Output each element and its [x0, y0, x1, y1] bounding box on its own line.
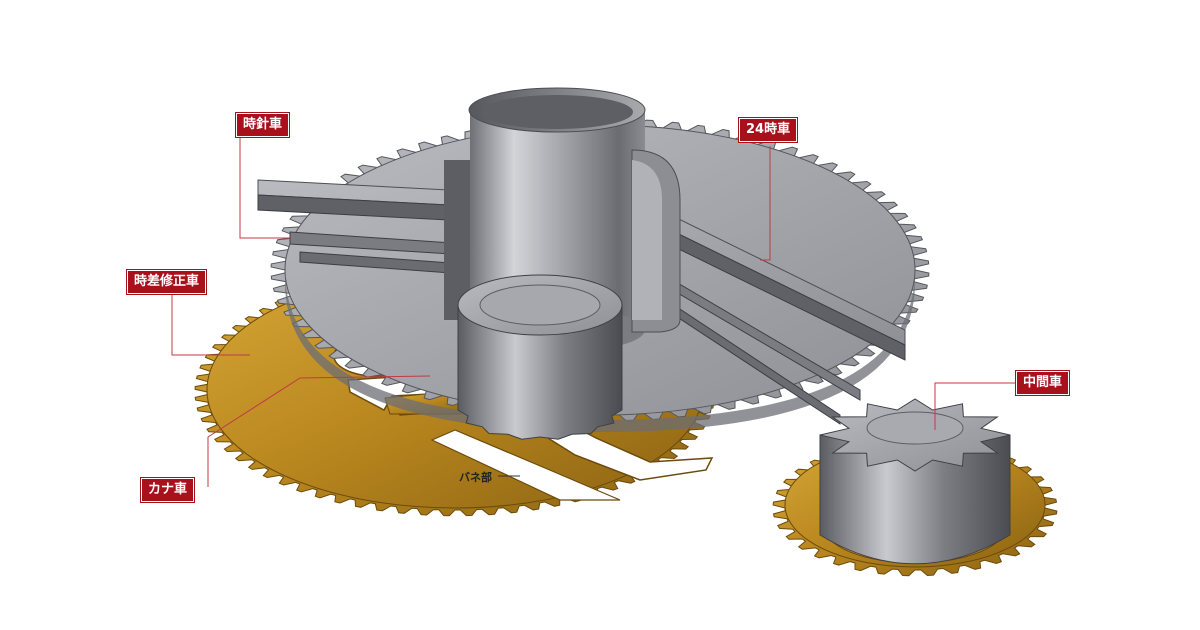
leader-24hour-wheel [760, 146, 771, 261]
label-hour-wheel: 時針車 [236, 113, 290, 137]
label-spring-part: バネ部 [459, 471, 492, 484]
small-pinion [457, 274, 623, 440]
label-intermediate-wheel: 中間車 [1016, 371, 1070, 395]
leader-pinion-wheel [207, 375, 431, 487]
label-24hour-wheel: 24時車 [739, 118, 798, 142]
label-time-difference-wheel: 時差修正車 [127, 270, 207, 294]
intermediate-wheel [772, 398, 1058, 577]
leader-intermediate-wheel [934, 382, 1015, 430]
label-pinion-wheel: カナ車 [141, 478, 195, 502]
leader-time-difference-wheel [171, 290, 250, 356]
